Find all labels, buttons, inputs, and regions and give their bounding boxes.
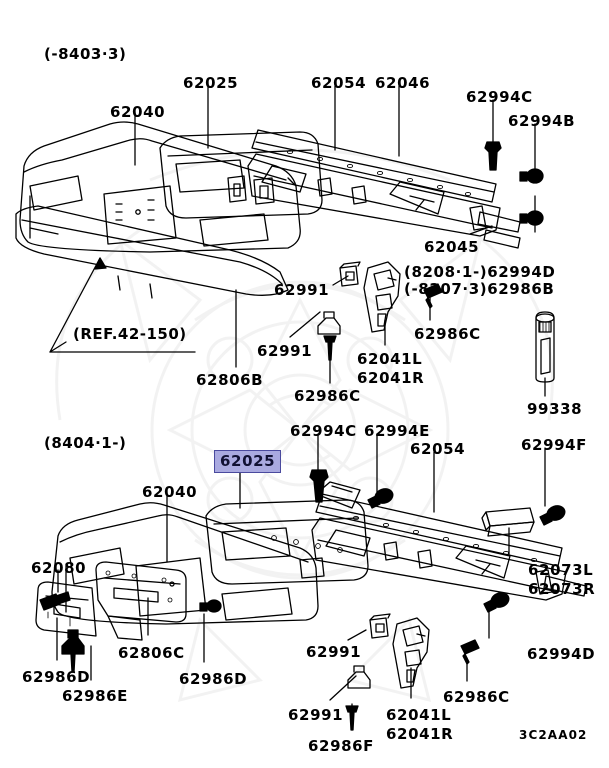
part-label-62986d-lower-b[interactable]: 62986D: [179, 670, 248, 688]
part-label-62994c-upper[interactable]: 62994C: [466, 88, 533, 106]
reference-label: (REF.42-150): [73, 325, 187, 343]
part-label-62994d-lower[interactable]: 62994D: [527, 645, 596, 663]
part-label-62994b-upper[interactable]: 62994B: [508, 112, 576, 130]
part-label-99338-upper[interactable]: 99338: [527, 400, 583, 418]
part-label-62994f-lower[interactable]: 62994F: [521, 436, 588, 454]
part-label-62991-upper-a[interactable]: 62991: [274, 281, 330, 299]
part-label-62025-upper[interactable]: 62025: [183, 74, 239, 92]
part-number-62994d[interactable]: 62994D: [487, 263, 556, 281]
part-label-62045-upper[interactable]: 62045: [424, 238, 480, 256]
part-label-62986c-lower[interactable]: 62986C: [443, 688, 510, 706]
part-label-62041-lower[interactable]: 62041L 62041R: [386, 706, 453, 744]
part-label-62994d-upper[interactable]: (8208·1-)62994D: [404, 263, 555, 281]
part-label-62046-upper[interactable]: 62046: [375, 74, 431, 92]
part-label-62073-lower[interactable]: 62073L 62073R: [528, 561, 595, 599]
part-label-62991-lower-a[interactable]: 62991: [306, 643, 362, 661]
part-number-62041r-upper[interactable]: 62041R: [357, 369, 425, 387]
part-number-62041r-lower[interactable]: 62041R: [386, 725, 454, 743]
part-label-62986f-lower[interactable]: 62986F: [308, 737, 375, 755]
part-label-62986e-lower[interactable]: 62986E: [62, 687, 129, 705]
part-label-62054-upper[interactable]: 62054: [311, 74, 367, 92]
part-number-62073r[interactable]: 62073R: [528, 580, 596, 598]
part-number-62041l-upper[interactable]: 62041L: [357, 350, 423, 368]
part-label-62806b-upper[interactable]: 62806B: [196, 371, 264, 389]
part-label-62041-upper[interactable]: 62041L 62041R: [357, 350, 424, 388]
sheet-code: 3C2AA02: [519, 728, 588, 742]
date-range-62994d: (8208·1-): [404, 263, 488, 281]
part-label-62991-lower-b[interactable]: 62991: [288, 706, 344, 724]
group-header-upper: (-8403·3): [44, 45, 127, 63]
part-label-62991-upper-b[interactable]: 62991: [257, 342, 313, 360]
part-label-62080-lower[interactable]: 62080: [31, 559, 87, 577]
group-header-lower: (8404·1-): [44, 434, 127, 452]
part-label-62986d-lower-a[interactable]: 62986D: [22, 668, 91, 686]
date-range-62986b: (-8207·3): [404, 280, 488, 298]
part-number-62073l[interactable]: 62073L: [528, 561, 594, 579]
part-number-62041l-lower[interactable]: 62041L: [386, 706, 452, 724]
part-label-62040-upper[interactable]: 62040: [110, 103, 166, 121]
part-label-62986b-upper[interactable]: (-8207·3)62986B: [404, 280, 554, 298]
part-label-62986c-upper-b[interactable]: 62986C: [414, 325, 481, 343]
part-label-62025-lower[interactable]: 62025: [214, 450, 282, 473]
part-label-62054-lower[interactable]: 62054: [410, 440, 466, 458]
part-label-62994c-lower[interactable]: 62994C: [290, 422, 357, 440]
part-label-62040-lower[interactable]: 62040: [142, 483, 198, 501]
part-number-62986b[interactable]: 62986B: [487, 280, 555, 298]
part-label-62994e-lower[interactable]: 62994E: [364, 422, 431, 440]
part-label-62806c-lower[interactable]: 62806C: [118, 644, 185, 662]
part-label-62986c-upper-a[interactable]: 62986C: [294, 387, 361, 405]
